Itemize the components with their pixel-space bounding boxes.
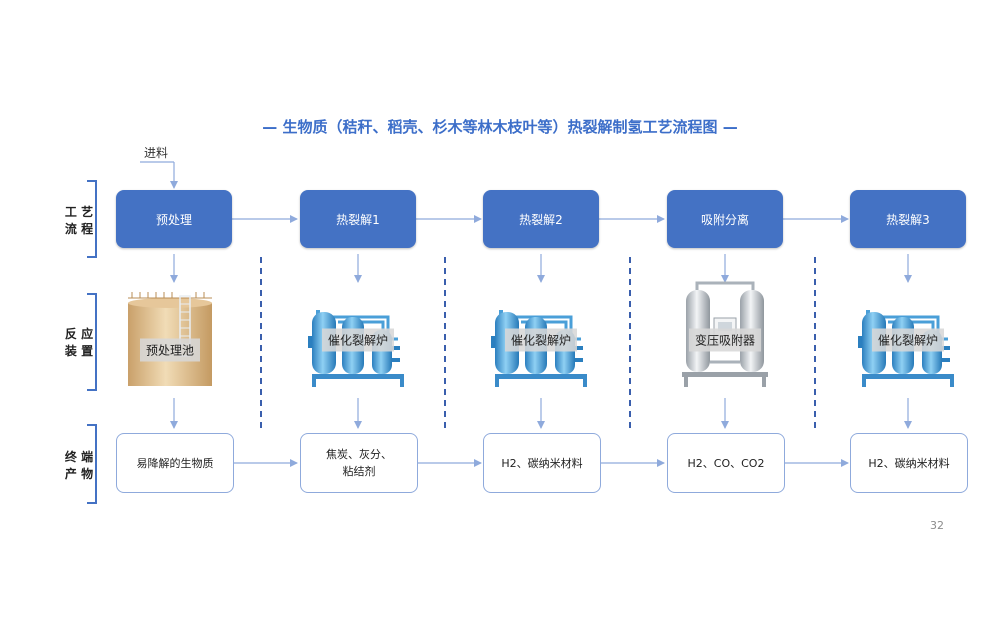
page-title: — 生物质（秸秆、稻壳、杉木等林木枝叶等）热裂解制氢工艺流程图 —	[262, 118, 738, 136]
product-box-1: 易降解的生物质	[116, 433, 234, 493]
row-bracket-equipment	[87, 293, 97, 391]
stage-dividers	[260, 257, 816, 432]
product-box-5: H2、碳纳米材料	[850, 433, 968, 493]
equipment-label-reactor-3: 催化裂解炉	[871, 328, 945, 352]
product-box-4: H2、CO、CO2	[667, 433, 785, 493]
vertical-arrows	[170, 254, 912, 429]
product-box-2: 焦炭、灰分、 粘结剂	[300, 433, 418, 493]
row-bracket-product	[87, 424, 97, 504]
equipment-label-pretreatment-tank: 预处理池	[139, 338, 201, 362]
process-box-pretreatment: 预处理	[116, 190, 232, 248]
equipment-label-reactor-1: 催化裂解炉	[321, 328, 395, 352]
process-box-pyrolysis-2: 热裂解2	[483, 190, 599, 248]
row-label-product: 终 端 产 物	[64, 450, 94, 481]
equipment-label-reactor-2: 催化裂解炉	[504, 328, 578, 352]
process-box-pyrolysis-3: 热裂解3	[850, 190, 966, 248]
process-box-adsorption: 吸附分离	[667, 190, 783, 248]
process-box-pyrolysis-1: 热裂解1	[300, 190, 416, 248]
row-label-process: 工 艺 流 程	[64, 205, 94, 236]
row-label-equipment: 反 应 装 置	[64, 327, 94, 358]
equipment-label-psa-adsorber: 变压吸附器	[688, 328, 762, 352]
feed-label: 进料	[144, 146, 169, 160]
row-bracket-process	[87, 180, 97, 258]
page-number: 32	[930, 519, 944, 532]
product-box-3: H2、碳纳米材料	[483, 433, 601, 493]
